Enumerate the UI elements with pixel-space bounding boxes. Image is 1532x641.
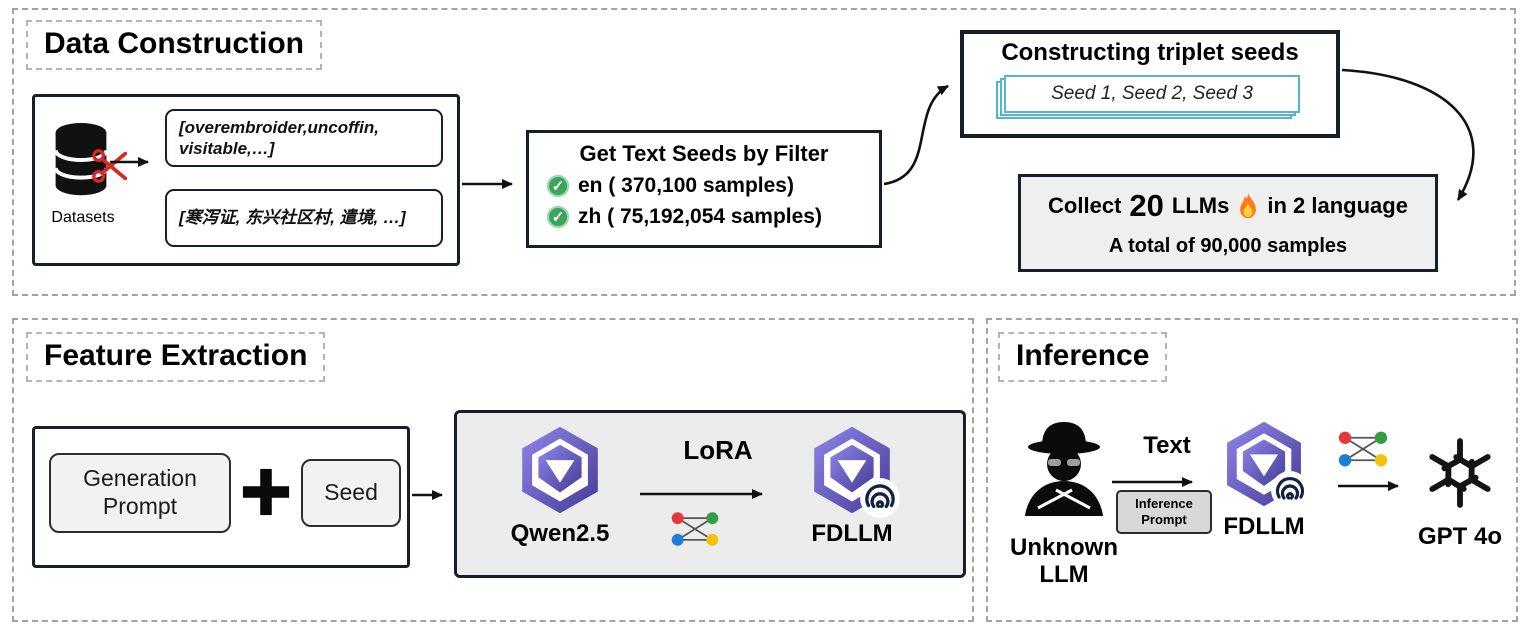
check-icon: ✓ — [547, 206, 569, 228]
section-feature-extraction: Feature Extraction Generation Prompt See… — [12, 318, 974, 622]
section-inference: Inference Unknown LLM Text Inference Pro… — [986, 318, 1518, 622]
collect-llms-box: Collect 20 LLMs in 2 language A total of… — [1018, 174, 1438, 272]
fdllm-model: FDLLM — [797, 425, 907, 548]
neural-network-icon — [669, 507, 721, 551]
fire-icon — [1237, 192, 1259, 220]
plus-icon — [241, 467, 291, 517]
section-title-data-construction: Data Construction — [26, 20, 323, 70]
qwen-logo-icon — [807, 425, 897, 515]
wordlist-en: [overembroider,uncoffin, visitable,…] — [165, 109, 443, 167]
seed-sheet-front: Seed 1, Seed 2, Seed 3 — [1004, 75, 1300, 113]
filter-row-en-text: en ( 370,100 samples) — [578, 174, 794, 197]
qwen-model: Qwen2.5 — [505, 425, 615, 548]
filter-row-en: ✓ en ( 370,100 samples) — [529, 174, 879, 198]
spy-icon — [1014, 416, 1114, 528]
collect-line1: Collect 20 LLMs in 2 language — [1048, 188, 1408, 224]
unknown-llm: Unknown LLM — [1004, 416, 1124, 589]
seed-stack: Seed 1, Seed 2, Seed 3 — [996, 75, 1304, 123]
section-title-feature-extraction: Feature Extraction — [26, 332, 326, 382]
generation-prompt-box: Generation Prompt — [49, 453, 231, 533]
check-icon: ✓ — [547, 175, 569, 197]
collect-count: 20 — [1129, 188, 1164, 223]
datasets-label: Datasets — [51, 209, 115, 226]
collect-suffix: in 2 language — [1267, 193, 1408, 218]
qwen-label: Qwen2.5 — [510, 520, 610, 547]
section-data-construction: Data Construction Datasets [overembroide… — [12, 8, 1516, 296]
inference-prompt-box: Inference Prompt — [1116, 490, 1212, 534]
wordlist-zh: [寒泻证, 东兴社区村, 遣境, …] — [165, 189, 443, 247]
section-title-inference: Inference — [998, 332, 1168, 382]
filter-row-zh: ✓ zh ( 75,192,054 samples) — [529, 205, 879, 229]
neural-network-icon — [1336, 426, 1390, 472]
unknown-llm-label: Unknown LLM — [1010, 534, 1118, 588]
gpt4o-label: GPT 4o — [1417, 523, 1502, 550]
openai-logo-icon — [1421, 434, 1499, 512]
fdllm-label-inference: FDLLM — [1223, 513, 1305, 540]
text-label: Text — [1143, 432, 1191, 459]
triplet-seeds-box: Constructing triplet seeds Seed 1, Seed … — [960, 30, 1340, 138]
collect-mid: LLMs — [1171, 193, 1230, 218]
scissors-icon — [91, 147, 129, 185]
lora-label: LoRA — [683, 435, 753, 465]
seed-box: Seed — [301, 459, 401, 527]
filter-box: Get Text Seeds by Filter ✓ en ( 370,100 … — [526, 130, 882, 248]
qwen-logo-icon — [515, 425, 605, 515]
filter-title: Get Text Seeds by Filter — [579, 141, 829, 166]
fdllm-model-inference: FDLLM — [1210, 420, 1318, 541]
collect-total: A total of 90,000 samples — [1108, 235, 1348, 257]
prompt-seed-box: Generation Prompt Seed — [32, 426, 410, 568]
gpt4o-model: GPT 4o — [1412, 434, 1508, 551]
qwen-logo-icon — [1220, 420, 1308, 508]
filter-row-zh-text: zh ( 75,192,054 samples) — [578, 205, 822, 228]
triplet-seeds-title: Constructing triplet seeds — [1001, 39, 1299, 66]
collect-prefix: Collect — [1048, 193, 1122, 218]
fdllm-label: FDLLM — [811, 520, 893, 547]
datasets-box: Datasets [overembroider,uncoffin, visita… — [32, 94, 460, 266]
training-box: Qwen2.5 LoRA FDLLM — [454, 410, 966, 578]
